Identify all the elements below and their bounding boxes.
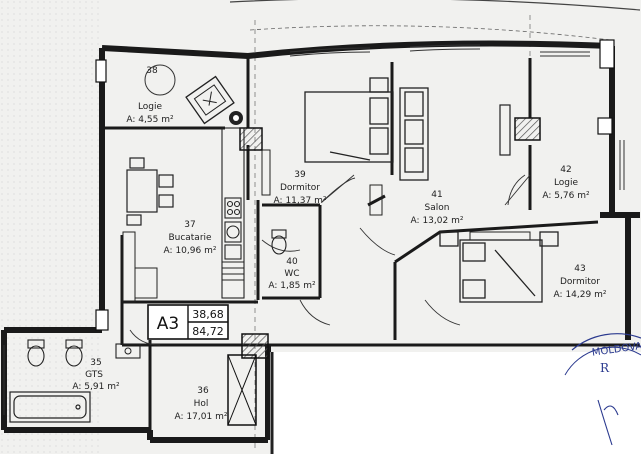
blank-overlay bbox=[270, 352, 641, 454]
bathtub-icon bbox=[9, 391, 91, 423]
room-43: 43 Dormitor A: 14,29 m² bbox=[554, 264, 607, 300]
room-36: 36 Hol A: 17,01 m² bbox=[175, 386, 228, 422]
svg-text:37: 37 bbox=[184, 220, 195, 230]
fridge-icon bbox=[134, 267, 158, 299]
tv-unit-icon bbox=[499, 104, 511, 156]
room-35: 35 GTS A: 5,91 m² bbox=[72, 358, 120, 392]
svg-text:A: 11,37 m²: A: 11,37 m² bbox=[274, 196, 327, 206]
svg-text:36: 36 bbox=[197, 386, 209, 396]
svg-text:Logie: Logie bbox=[138, 102, 163, 112]
wardrobe-icon bbox=[261, 149, 271, 196]
svg-text:Salon: Salon bbox=[425, 203, 450, 213]
apartment-area-1: 38,68 bbox=[192, 308, 224, 321]
armchair-icon bbox=[185, 75, 235, 125]
toilet-icon bbox=[271, 229, 287, 255]
door-swings bbox=[129, 174, 531, 346]
windows bbox=[3, 44, 625, 415]
svg-text:43: 43 bbox=[574, 264, 585, 274]
structural-columns bbox=[95, 39, 615, 426]
svg-text:A: 17,01 m²: A: 17,01 m² bbox=[175, 412, 228, 422]
bidet-icon bbox=[65, 339, 83, 367]
svg-text:Hol: Hol bbox=[194, 399, 209, 409]
svg-text:A: 14,29 m²: A: 14,29 m² bbox=[554, 290, 607, 300]
svg-text:A: 13,02 m²: A: 13,02 m² bbox=[411, 216, 464, 226]
top-arc-line bbox=[229, 0, 641, 11]
svg-text:A: 10,96 m²: A: 10,96 m² bbox=[164, 246, 217, 256]
room-41: 41 Salon A: 13,02 m² bbox=[411, 190, 464, 226]
svg-text:GTS: GTS bbox=[85, 370, 103, 380]
svg-text:A: 1,85 m²: A: 1,85 m² bbox=[268, 281, 316, 291]
svg-text:A: 5,76 m²: A: 5,76 m² bbox=[542, 191, 590, 201]
sink-icon bbox=[115, 343, 141, 359]
stamp-letter: R bbox=[600, 361, 610, 375]
apartment-area-2: 84,72 bbox=[192, 325, 224, 338]
svg-text:41: 41 bbox=[431, 190, 442, 200]
kitchen-cabinet bbox=[122, 231, 136, 303]
room-37: 37 Bucatarie A: 10,96 m² bbox=[164, 220, 217, 256]
double-bed-icon bbox=[304, 77, 394, 163]
svg-text:Logie: Logie bbox=[554, 178, 579, 188]
svg-text:42: 42 bbox=[560, 165, 571, 175]
room-39: 39 Dormitor A: 11,37 m² bbox=[274, 170, 327, 206]
svg-text:40: 40 bbox=[286, 257, 298, 267]
svg-text:Bucatarie: Bucatarie bbox=[168, 233, 212, 243]
room-38: 38 Logie A: 4,55 m² bbox=[126, 66, 174, 125]
apartment-code: A3 bbox=[157, 314, 179, 334]
kitchen-counter bbox=[221, 127, 245, 299]
svg-text:WC: WC bbox=[284, 269, 299, 279]
svg-text:39: 39 bbox=[294, 170, 306, 180]
svg-text:A: 5,91 m²: A: 5,91 m² bbox=[72, 382, 120, 392]
round-table-icon bbox=[144, 64, 176, 96]
sofa-icon bbox=[399, 87, 429, 181]
shelf-icon bbox=[469, 231, 531, 241]
toilet-icon-2 bbox=[27, 339, 45, 367]
svg-text:Dormitor: Dormitor bbox=[560, 277, 600, 287]
svg-text:A: 4,55 m²: A: 4,55 m² bbox=[126, 115, 174, 125]
svg-text:35: 35 bbox=[90, 358, 101, 368]
svg-text:38: 38 bbox=[146, 66, 158, 76]
room-40: 40 WC A: 1,85 m² bbox=[268, 257, 316, 291]
column-salon bbox=[369, 184, 383, 216]
apartment-label-box: A3 38,68 84,72 bbox=[147, 304, 229, 340]
dining-table-icon bbox=[126, 157, 174, 226]
room-42: 42 Logie A: 5,76 m² bbox=[542, 165, 590, 201]
svg-text:Dormitor: Dormitor bbox=[280, 183, 320, 193]
